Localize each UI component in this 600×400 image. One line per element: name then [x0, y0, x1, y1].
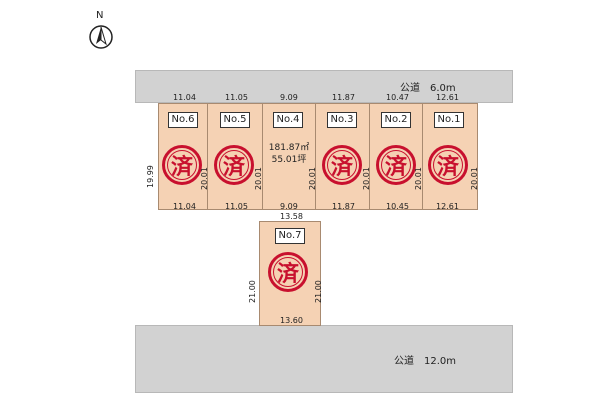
- lot7-bottom-dim: 13.60: [280, 316, 303, 325]
- lot5-label: No.5: [220, 112, 250, 128]
- lot6-bottom-dim: 11.04: [173, 202, 196, 211]
- lot2-top-dim: 10.47: [386, 93, 409, 102]
- sold-stamp-lot6: 済: [162, 145, 202, 185]
- lot4-bottom-dim: 9.09: [280, 202, 298, 211]
- sold-stamp-lot7: 済: [268, 252, 308, 292]
- lot2-bottom-dim: 10.45: [386, 202, 409, 211]
- lot3-depth-dim: 20.01: [362, 167, 371, 190]
- lot7-label: No.7: [275, 228, 305, 244]
- lot3-top-dim: 11.87: [332, 93, 355, 102]
- lot7-left-depth-dim: 21.00: [248, 280, 257, 303]
- compass: N: [88, 10, 114, 56]
- lot6-top-dim: 11.04: [173, 93, 196, 102]
- lot4-area: 181.87㎡ 55.01坪: [264, 142, 314, 166]
- road-south: [135, 325, 513, 393]
- lot6-left-depth-dim: 19.99: [146, 165, 155, 188]
- lot4-label: No.4: [273, 112, 303, 128]
- road-north-label: 公道 6.0m: [400, 83, 456, 94]
- lot4-depth-dim: 20.01: [308, 167, 317, 190]
- lot1-label: No.1: [434, 112, 464, 128]
- lot7-top-dim: 13.58: [280, 212, 303, 221]
- lot4-top-dim: 9.09: [280, 93, 298, 102]
- road-north: [135, 70, 513, 103]
- lot5-bottom-dim: 11.05: [225, 202, 248, 211]
- compass-north-label: N: [96, 10, 104, 21]
- lot2-depth-dim: 20.01: [414, 167, 423, 190]
- lot1-top-dim: 12.61: [436, 93, 459, 102]
- lot3-bottom-dim: 11.87: [332, 202, 355, 211]
- lot4-area-m2: 181.87㎡: [268, 143, 310, 153]
- lot1-bottom-dim: 12.61: [436, 202, 459, 211]
- sold-stamp-lot2: 済: [376, 145, 416, 185]
- lot5-depth-dim: 20.01: [254, 167, 263, 190]
- sold-stamp-lot3: 済: [322, 145, 362, 185]
- lot6-label: No.6: [168, 112, 198, 128]
- sold-stamp-lot1: 済: [428, 145, 468, 185]
- north-arrow-icon: [89, 25, 113, 49]
- road-south-label: 公道 12.0m: [394, 356, 457, 367]
- lot1-depth-dim: 20.01: [470, 167, 479, 190]
- lot6-depth-dim: 20.01: [200, 167, 209, 190]
- lot2-label: No.2: [381, 112, 411, 128]
- sold-stamp-lot5: 済: [214, 145, 254, 185]
- lot4-area-tsubo: 55.01坪: [271, 155, 307, 165]
- lot3-label: No.3: [327, 112, 357, 128]
- lot7-depth-dim: 21.00: [314, 280, 323, 303]
- lot5-top-dim: 11.05: [225, 93, 248, 102]
